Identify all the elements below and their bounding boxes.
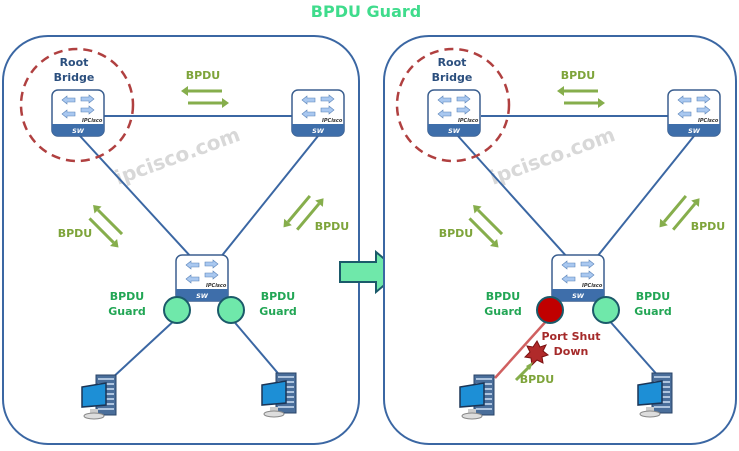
root-bridge-circle	[19, 47, 135, 163]
guard-label: Guard	[484, 305, 522, 318]
port-shut-down	[536, 296, 564, 324]
port-guard-right	[592, 296, 620, 324]
access-switch	[175, 254, 229, 302]
panel-frame	[383, 35, 737, 445]
root-label: Root	[438, 56, 467, 69]
link-right-access	[219, 135, 319, 259]
root-switch	[51, 89, 105, 137]
port-shut-label: Down	[554, 345, 589, 358]
guard-label: BPDU	[636, 290, 671, 303]
bpdu-label: BPDU	[691, 220, 726, 233]
left-panel-normal: ipcisco.com Root Bridge BPDU BPDU BPDU B…	[2, 35, 360, 445]
guard-label: Guard	[108, 305, 146, 318]
bpdu-label: BPDU	[186, 69, 221, 82]
port-guard-left	[163, 296, 191, 324]
link-right-access	[595, 135, 695, 259]
access-switch	[551, 254, 605, 302]
bpdu-attack-arrow-icon	[514, 364, 532, 382]
bpdu-label: BPDU	[315, 220, 350, 233]
link-pc-left	[109, 317, 178, 381]
bpdu-attack-arrowhead-icon	[526, 362, 533, 370]
root-bridge-circle	[395, 47, 511, 163]
root-label: Bridge	[54, 71, 95, 84]
bpdu-label: BPDU	[58, 227, 93, 240]
link-pc-right	[230, 317, 283, 379]
link-pc-left-shut	[494, 317, 550, 379]
guard-label: Guard	[259, 305, 297, 318]
root-label: Root	[60, 56, 89, 69]
guard-label: Guard	[634, 305, 672, 318]
switch-right	[291, 89, 345, 137]
guard-label: BPDU	[486, 290, 521, 303]
guard-label: BPDU	[261, 290, 296, 303]
bpdu-label: BPDU	[439, 227, 474, 240]
switch-right	[667, 89, 721, 137]
right-panel-attack: ipcisco.com Root Bridge BPDU BPDU BPDU B…	[383, 35, 737, 445]
port-shut-label: Port Shut	[542, 330, 601, 343]
panel-frame	[2, 35, 360, 445]
root-switch	[427, 89, 481, 137]
link-pc-right	[606, 317, 661, 379]
collision-burst-icon	[523, 340, 550, 367]
root-label: Bridge	[432, 71, 473, 84]
bpdu-label: BPDU	[561, 69, 596, 82]
port-guard-right	[217, 296, 245, 324]
bpdu-attack-label: BPDU	[520, 373, 555, 386]
guard-label: BPDU	[110, 290, 145, 303]
page-title: BPDU Guard	[311, 2, 421, 21]
